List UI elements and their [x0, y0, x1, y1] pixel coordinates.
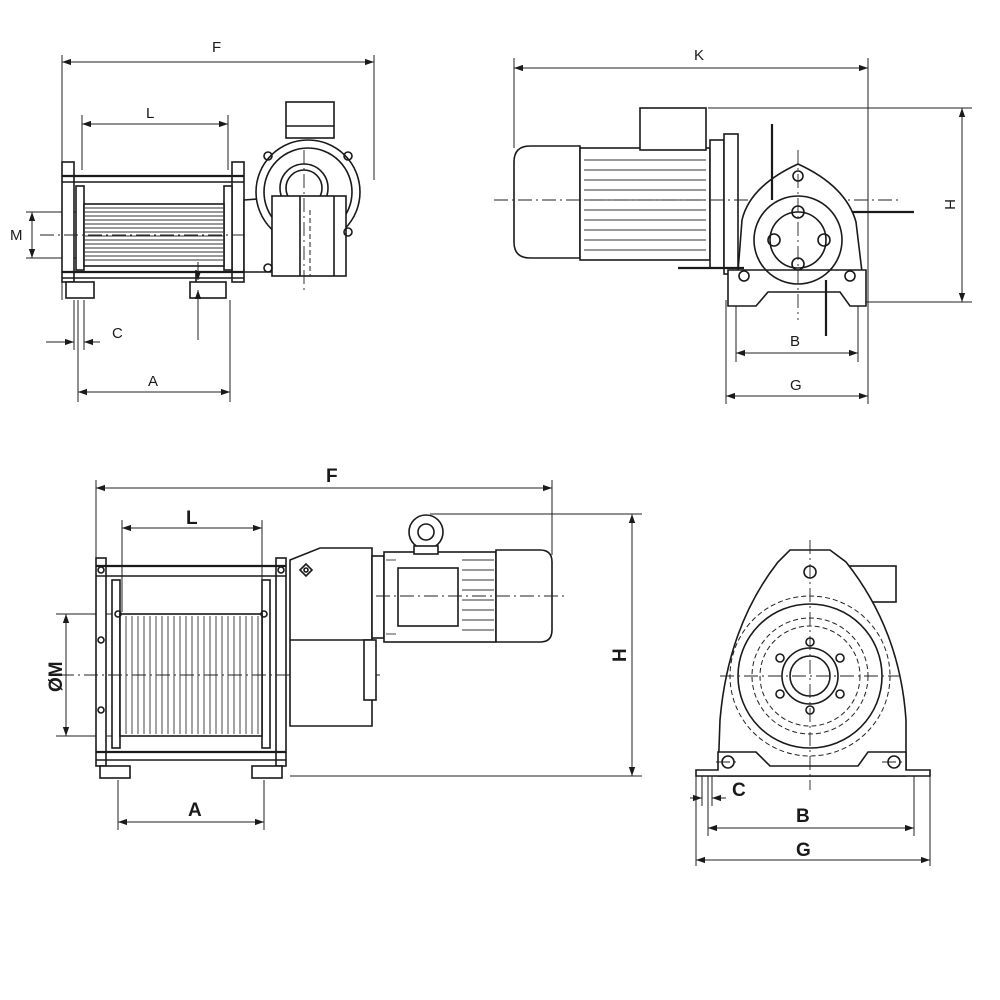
top-right-K-label: K	[694, 47, 704, 64]
bottom-left-F-label: F	[326, 466, 338, 487]
bottom-left-M-label: ØM	[46, 661, 67, 692]
bottom-left-A-label: A	[188, 800, 202, 821]
bottom-right-G-label: G	[796, 840, 811, 861]
top-left-F-label: F	[212, 39, 221, 56]
rope-windings	[84, 207, 224, 261]
bottom-right-B-label: B	[796, 806, 810, 827]
view-top-left-side	[26, 55, 375, 402]
bottom-right-C-label: C	[732, 780, 746, 801]
top-left-L-label: L	[146, 105, 154, 122]
motor-fins-bottom	[386, 559, 494, 635]
view-bottom-right-end	[690, 540, 931, 866]
top-right-H-label: H	[941, 199, 958, 210]
top-right-G-label: G	[790, 377, 802, 394]
top-right-B-label: B	[790, 333, 800, 350]
view-bottom-left-side	[56, 480, 642, 830]
bottom-left-L-label: L	[186, 508, 198, 529]
view-top-right-side	[494, 58, 972, 404]
top-left-C-label: C	[112, 325, 123, 342]
bottom-left-H-label: H	[610, 648, 631, 662]
top-left-A-label: A	[148, 373, 158, 390]
top-left-M-label: M	[10, 227, 23, 244]
